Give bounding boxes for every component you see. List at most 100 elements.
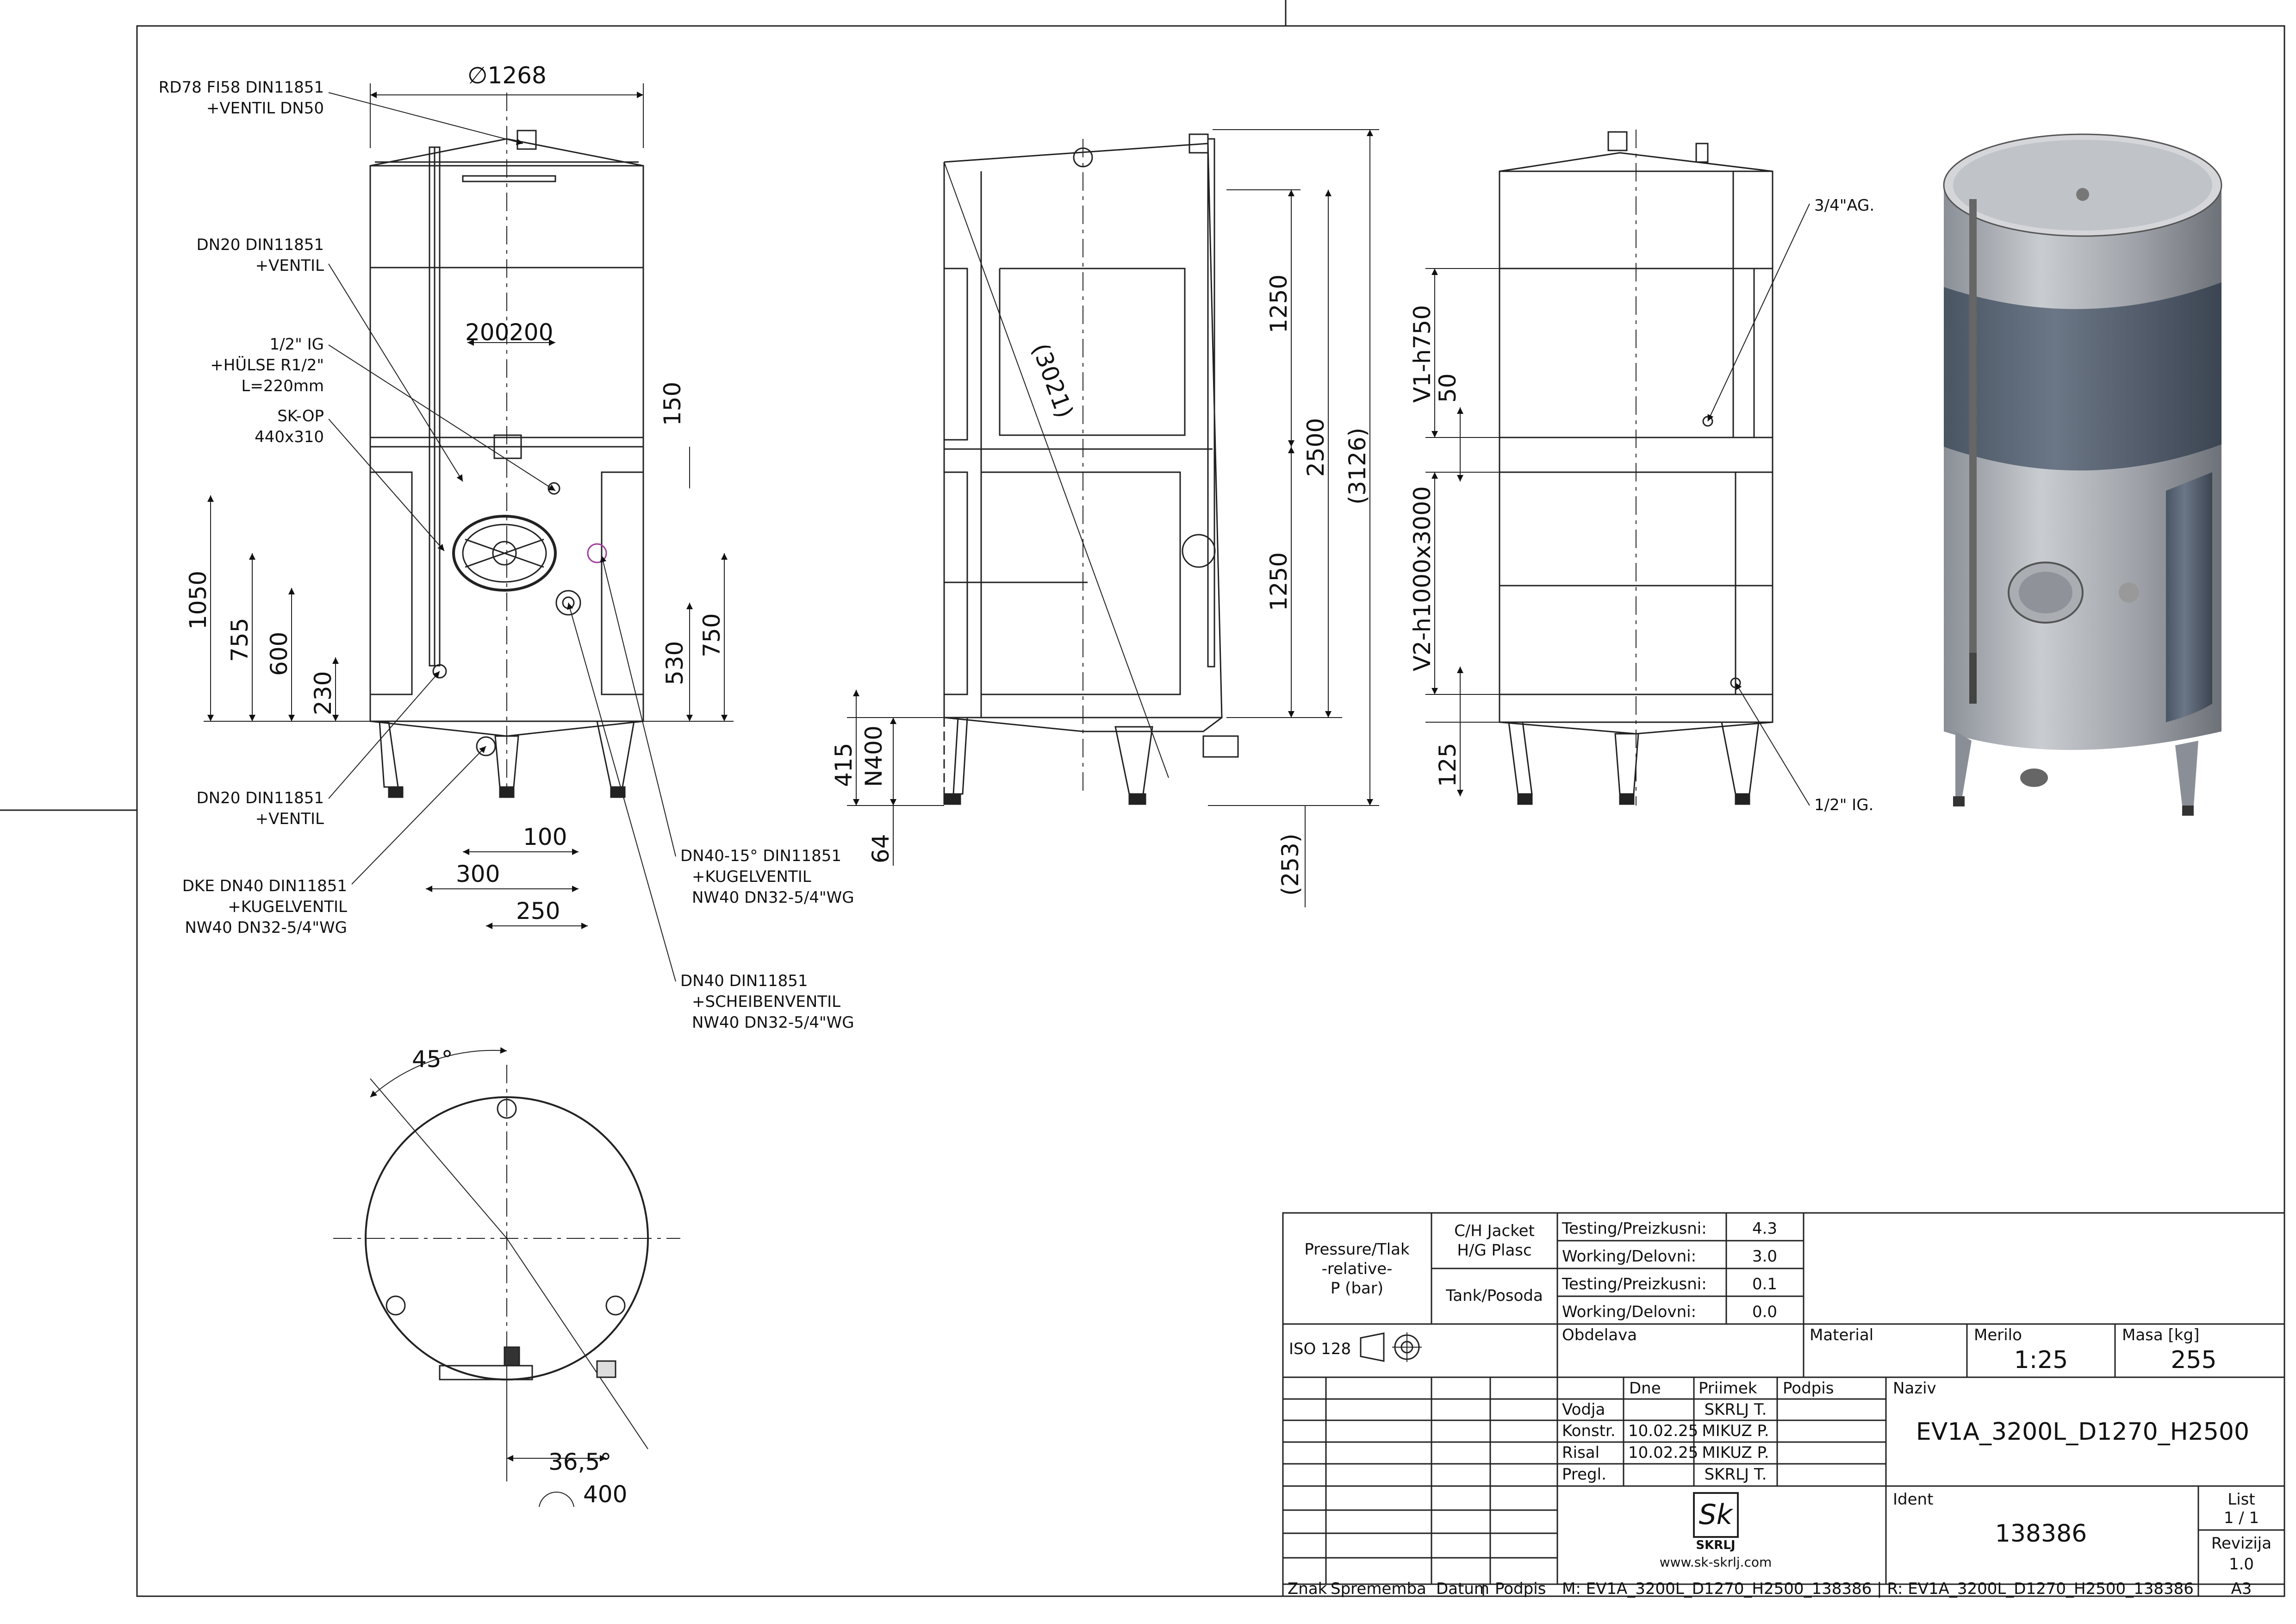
obdelava-label: Obdelava <box>1562 1326 1637 1344</box>
dim-v1: V1-h750 <box>1409 305 1436 403</box>
row-4-value: 0.0 <box>1752 1303 1777 1321</box>
callout-dke-line3: NW40 DN32-5/4"WG <box>185 918 347 937</box>
callout-1-2-ig: 1/2" IG. <box>1814 796 1873 814</box>
title-block-text: Pressure/Tlak -relative- P (bar) C/H Jac… <box>1288 1219 2271 1598</box>
bottom-file: M: EV1A_3200L_D1270_H2500_138386 | R: EV… <box>1562 1580 2194 1598</box>
dim-530: 530 <box>661 641 688 685</box>
callout-dn40-15-line3: NW40 DN32-5/4"WG <box>692 888 854 907</box>
jacket-label-2: H/G Plasc <box>1457 1241 1531 1260</box>
person-2-name: MIKUZ P. <box>1702 1422 1769 1440</box>
merilo-value: 1:25 <box>2014 1346 2068 1374</box>
person-4-name: SKRLJ T. <box>1705 1465 1767 1484</box>
pressure-label-3: P (bar) <box>1331 1279 1383 1298</box>
sheet-frame <box>0 0 2285 1597</box>
material-label: Material <box>1810 1326 1873 1344</box>
dim-600: 600 <box>266 632 292 676</box>
row-4-label: Working/Delovni: <box>1562 1303 1696 1321</box>
person-1-name: SKRLJ T. <box>1705 1400 1767 1419</box>
front-callout-leaders <box>328 92 676 982</box>
plan-view <box>333 1047 680 1507</box>
dim-755: 755 <box>226 618 253 662</box>
revizija-value: 1.0 <box>2229 1555 2254 1574</box>
callout-dn40-disc-line3: NW40 DN32-5/4"WG <box>692 1013 854 1032</box>
row-1-label: Testing/Preizkusni: <box>1562 1219 1707 1238</box>
radius-400: 400 <box>583 1481 627 1508</box>
rear-view <box>1499 130 1773 806</box>
logo-mark: Sk <box>1699 1499 1734 1531</box>
dim-150: 150 <box>659 382 686 426</box>
dim-64: 64 <box>867 834 894 863</box>
ident-value: 138386 <box>1995 1520 2087 1548</box>
dim-125: 125 <box>1434 743 1461 787</box>
ident-label: Ident <box>1893 1490 1933 1509</box>
dim-415: 415 <box>830 743 857 787</box>
revizija-label: Revizija <box>2211 1534 2271 1553</box>
list-value: 1 / 1 <box>2224 1509 2259 1527</box>
side-dimension-lines <box>847 129 1379 907</box>
callout-3-4-ag: 3/4"AG. <box>1814 196 1874 215</box>
bottom-znak: Znak <box>1288 1580 1327 1598</box>
pressure-label-1: Pressure/Tlak <box>1304 1240 1410 1259</box>
row-1-value: 4.3 <box>1752 1219 1777 1238</box>
diameter-label: ∅1268 <box>467 62 547 89</box>
dim-n400: N400 <box>860 725 887 787</box>
callout-rd78-line2: +VENTIL DN50 <box>206 99 324 118</box>
dim-200-right: 200 <box>509 319 553 346</box>
callout-dn20-top-line1: DN20 DIN11851 <box>197 236 324 254</box>
angle-45: 45° <box>412 1046 453 1073</box>
front-view-labels: ∅1268 RD78 FI58 DIN11851 +VENTIL DN50 DN… <box>159 62 854 1032</box>
callout-dn20-bottom-line2: +VENTIL <box>255 810 324 828</box>
bottom-format: A3 <box>2231 1580 2252 1598</box>
dim-2500: 2500 <box>1302 418 1329 477</box>
callout-rd78-line1: RD78 FI58 DIN11851 <box>159 78 324 97</box>
person-3-date: 10.02.25 <box>1628 1443 1698 1462</box>
dim-3126: (3126) <box>1344 428 1371 505</box>
isometric-render <box>1943 133 2222 816</box>
iso-label: ISO 128 <box>1289 1340 1351 1358</box>
row-2-label: Working/Delovni: <box>1562 1247 1696 1266</box>
person-4-role: Pregl. <box>1562 1465 1606 1484</box>
rear-dimension-lines <box>1425 203 1810 806</box>
masa-value: 255 <box>2171 1346 2216 1374</box>
callout-hulse-line1: 1/2" IG <box>269 335 324 354</box>
callout-dn40-15-line2: +KUGELVENTIL <box>692 868 811 886</box>
title-block <box>1282 1212 2285 1597</box>
callout-dke-line1: DKE DN40 DIN11851 <box>182 877 347 895</box>
rear-view-labels: V1-h750 50 V2-h1000x3000 125 3/4"AG. 1/2… <box>1409 196 1874 814</box>
person-3-name: MIKUZ P. <box>1702 1443 1769 1462</box>
dim-100: 100 <box>523 824 567 850</box>
dim-50: 50 <box>1434 373 1461 403</box>
callout-dke-line2: +KUGELVENTIL <box>228 898 347 916</box>
callout-dn20-bottom-line1: DN20 DIN11851 <box>197 789 324 807</box>
callout-dn40-disc-line2: +SCHEIBENVENTIL <box>692 993 840 1011</box>
dim-300: 300 <box>456 861 500 887</box>
naziv-label: Naziv <box>1893 1379 1936 1398</box>
angle-36-5: 36,5° <box>548 1449 611 1475</box>
masa-label: Masa [kg] <box>2122 1326 2199 1344</box>
person-2-date: 10.02.25 <box>1628 1422 1698 1440</box>
person-1-role: Vodja <box>1562 1400 1605 1419</box>
dim-1250-lower: 1250 <box>1265 552 1292 611</box>
front-dimension-lines <box>204 83 734 929</box>
row-2-value: 3.0 <box>1752 1247 1777 1266</box>
naziv-value: EV1A_3200L_D1270_H2500 <box>1916 1418 2249 1446</box>
person-3-role: Risal <box>1562 1443 1599 1462</box>
callout-dn40-disc-line1: DN40 DIN11851 <box>680 972 808 990</box>
callout-dn40-15-line1: DN40-15° DIN11851 <box>680 847 841 865</box>
dim-230: 230 <box>310 671 336 715</box>
plan-view-labels: 45° 36,5° 400 <box>412 1046 627 1508</box>
dim-253: (253) <box>1277 834 1304 896</box>
list-label: List <box>2228 1490 2255 1509</box>
col-dne: Dne <box>1629 1379 1661 1398</box>
person-2-role: Konstr. <box>1562 1422 1616 1440</box>
dim-v2: V2-h1000x3000 <box>1409 486 1436 671</box>
dim-200-left: 200 <box>465 319 509 346</box>
row-3-value: 0.1 <box>1752 1275 1777 1293</box>
website-label: www.sk-skrlj.com <box>1660 1555 1772 1570</box>
bottom-podpis: Podpis <box>1495 1580 1546 1598</box>
jacket-label-1: C/H Jacket <box>1454 1222 1535 1240</box>
dim-250: 250 <box>516 898 560 924</box>
tank-label: Tank/Posoda <box>1445 1287 1543 1305</box>
callout-dn20-top-line2: +VENTIL <box>255 256 324 275</box>
